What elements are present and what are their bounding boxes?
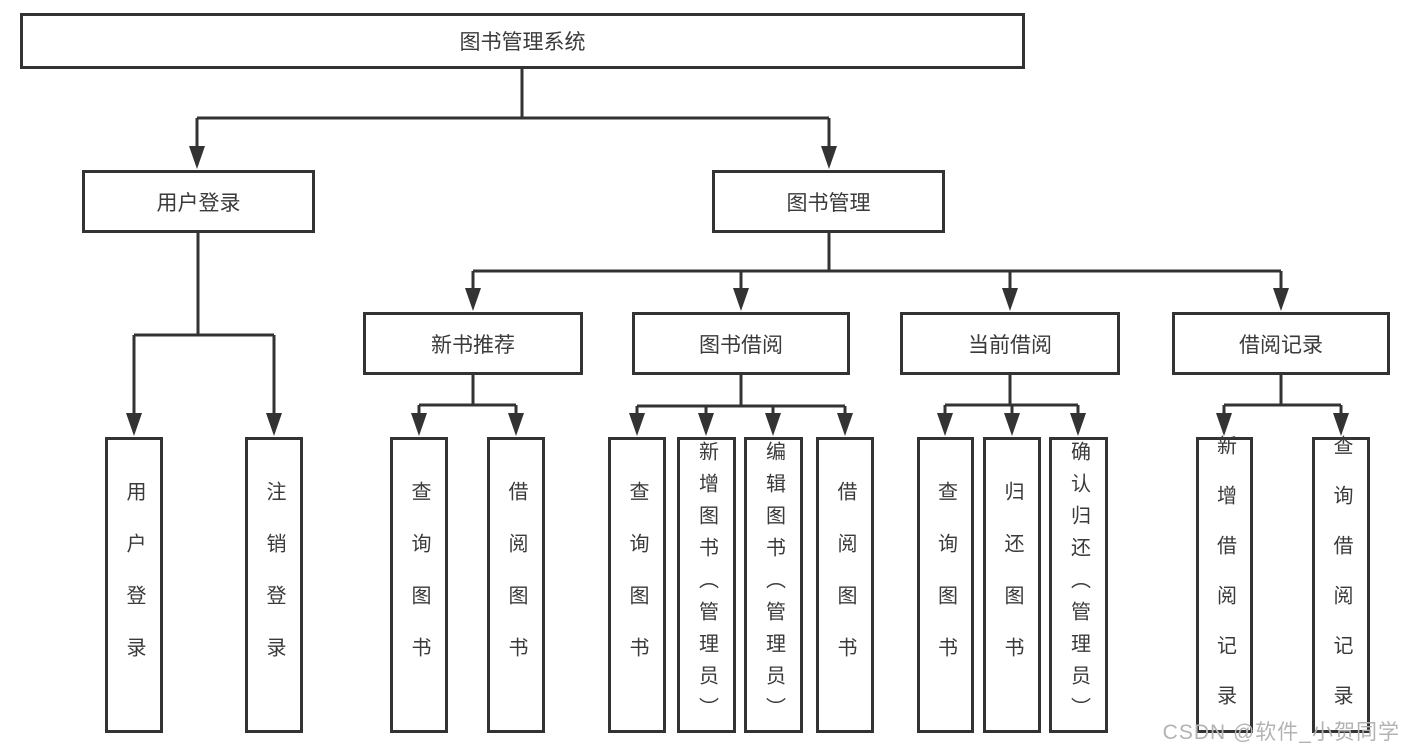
leaf-add-books-admin: 新增图书（管理员） (677, 437, 736, 733)
leaf-user-login: 用户登录 (105, 437, 163, 733)
node-book-borrowing: 图书借阅 (632, 312, 850, 375)
node-borrowing-records: 借阅记录 (1172, 312, 1390, 375)
leaf-query-books-recommend: 查询图书 (390, 437, 448, 733)
leaf-query-books-borrow: 查询图书 (608, 437, 666, 733)
csdn-watermark: CSDN @软件_小贺同学 (1162, 721, 1400, 744)
leaf-return-books: 归还图书 (983, 437, 1041, 733)
arrowheads (126, 146, 1349, 436)
leaf-borrow-books: 借阅图书 (816, 437, 874, 733)
leaf-borrow-books-recommend: 借阅图书 (487, 437, 545, 733)
node-current-borrowing: 当前借阅 (900, 312, 1120, 375)
leaf-add-borrow-record: 新增借阅记录 (1196, 435, 1253, 735)
leaf-query-books-current: 查询图书 (917, 437, 974, 733)
leaf-query-borrow-record: 查询借阅记录 (1312, 435, 1370, 735)
leaf-edit-books-admin: 编辑图书（管理员） (744, 437, 803, 733)
node-book-management: 图书管理 (712, 170, 945, 233)
leaf-logout: 注销登录 (245, 437, 303, 733)
node-user-login: 用户登录 (82, 170, 315, 233)
node-new-book-recommend: 新书推荐 (363, 312, 583, 375)
node-library-management-system: 图书管理系统 (20, 13, 1025, 69)
leaf-confirm-return-admin: 确认归还（管理员） (1049, 437, 1108, 733)
